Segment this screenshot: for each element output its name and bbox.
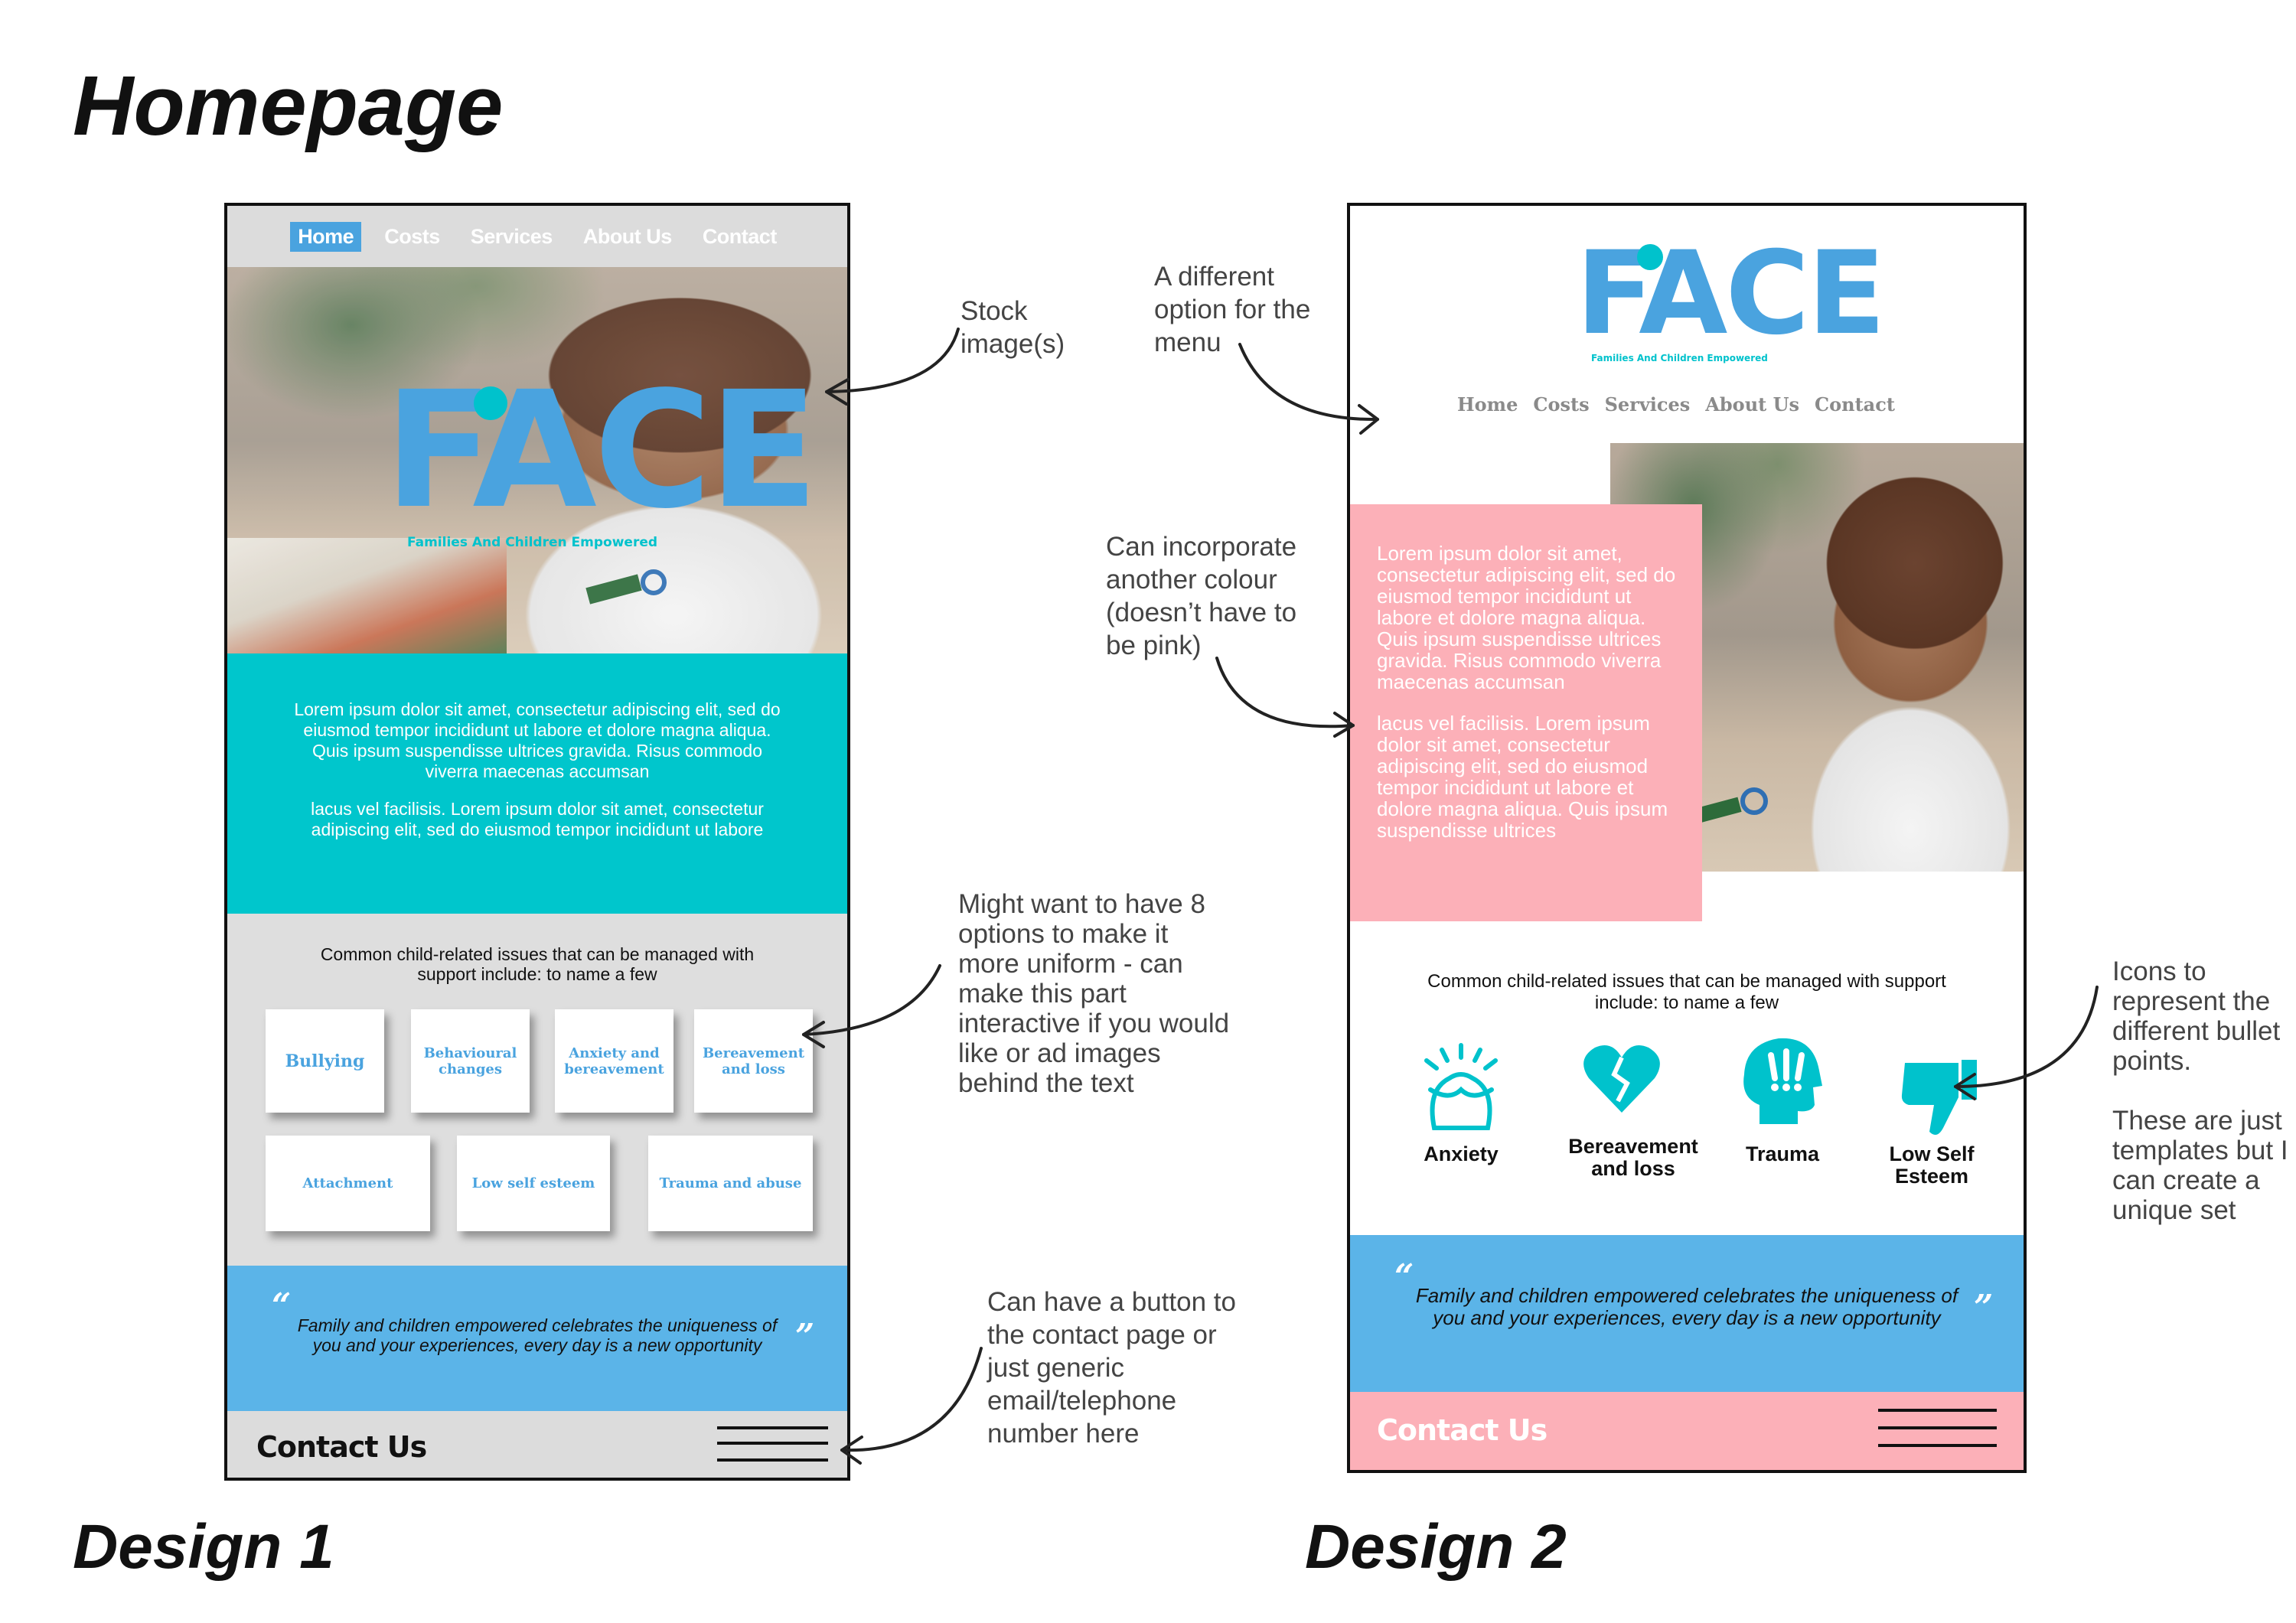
card-bereavement-loss[interactable]: Bereavement and loss	[694, 1009, 813, 1113]
card-low-self-esteem[interactable]: Low self esteem	[457, 1136, 610, 1231]
contact-us-label-2[interactable]: Contact Us	[1377, 1413, 1548, 1447]
intro-paragraph-2: lacus vel facilisis. Lorem ipsum dolor s…	[311, 799, 764, 839]
card-bullying[interactable]: Bullying	[266, 1009, 384, 1113]
contact-bar: Contact Us	[227, 1411, 847, 1478]
design2-mockup: FACE Families And Children Empowered Hom…	[1347, 203, 2027, 1473]
card-attachment[interactable]: Attachment	[266, 1136, 430, 1231]
design2-label: Design 2	[1305, 1512, 1567, 1582]
contact-bar-2: Contact Us	[1350, 1392, 2024, 1470]
nav2-about-us[interactable]: About Us	[1705, 393, 1800, 416]
thumbs-down-icon	[1901, 1060, 1977, 1135]
issues-intro: Common child-related issues that can be …	[320, 944, 755, 984]
quote-section: “ Family and children empowered celebrat…	[227, 1266, 847, 1411]
face-logo-2: FACE	[1576, 227, 1886, 360]
logo-dot-icon-2	[1637, 244, 1663, 270]
quote-text: Family and children empowered celebrates…	[297, 1315, 778, 1355]
design2-nav: Home Costs Services About Us Contact	[1457, 393, 1895, 416]
pink-intro-section: Lorem ipsum dolor sit amet, consectetur …	[1350, 504, 1702, 921]
intro-paragraph-1: Lorem ipsum dolor sit amet, consectetur …	[294, 699, 781, 781]
logo-tagline-2: Families And Children Empowered	[1591, 353, 1768, 363]
nav2-home[interactable]: Home	[1457, 393, 1518, 416]
card-trauma-abuse[interactable]: Trauma and abuse	[648, 1136, 813, 1231]
face-logo: FACE	[384, 357, 818, 544]
nav-home[interactable]: Home	[290, 221, 362, 252]
trauma-head-icon	[1743, 1038, 1822, 1124]
card-anxiety-bereavement[interactable]: Anxiety and bereavement	[555, 1009, 673, 1113]
logo-dot-icon	[474, 386, 507, 420]
nav-contact[interactable]: Contact	[702, 224, 778, 248]
page-title: Homepage	[73, 59, 504, 153]
design1-nav: Home Costs Services About Us Contact	[227, 206, 847, 267]
card-behavioural-changes[interactable]: Behavioural changes	[411, 1009, 530, 1113]
icon-label-bereavement: Bereavement and loss	[1568, 1135, 1698, 1180]
nav2-costs[interactable]: Costs	[1533, 393, 1590, 416]
issues-section: Common child-related issues that can be …	[227, 914, 847, 1266]
nav-costs[interactable]: Costs	[384, 224, 440, 248]
hero-stock-image	[227, 267, 847, 653]
design1-mockup: Home Costs Services About Us Contact FAC…	[224, 203, 850, 1481]
logo-tagline: Families And Children Empowered	[407, 535, 658, 550]
quote-text-2: Family and children empowered celebrates…	[1415, 1284, 1958, 1329]
anxiety-head-icon	[1424, 1043, 1498, 1130]
intro-section: Lorem ipsum dolor sit amet, consectetur …	[227, 653, 847, 914]
nav2-services[interactable]: Services	[1604, 393, 1691, 416]
issues-intro-2: Common child-related issues that can be …	[1427, 971, 1946, 1013]
broken-heart-icon	[1583, 1045, 1660, 1113]
pink-paragraph-1: Lorem ipsum dolor sit amet, consectetur …	[1377, 542, 1676, 693]
pink-paragraph-2: lacus vel facilisis. Lorem ipsum dolor s…	[1377, 712, 1668, 842]
icon-label-low-self-esteem: Low Self Esteem	[1889, 1142, 1975, 1188]
nav2-contact[interactable]: Contact	[1815, 393, 1895, 416]
design1-label: Design 1	[73, 1512, 334, 1582]
icon-label-trauma: Trauma	[1745, 1142, 1820, 1165]
nav-about-us[interactable]: About Us	[582, 224, 672, 248]
nav-services[interactable]: Services	[470, 224, 553, 248]
quote-section-2: “ Family and children empowered celebrat…	[1350, 1235, 2024, 1392]
icon-label-anxiety: Anxiety	[1424, 1142, 1499, 1165]
contact-us-label[interactable]: Contact Us	[256, 1430, 427, 1464]
